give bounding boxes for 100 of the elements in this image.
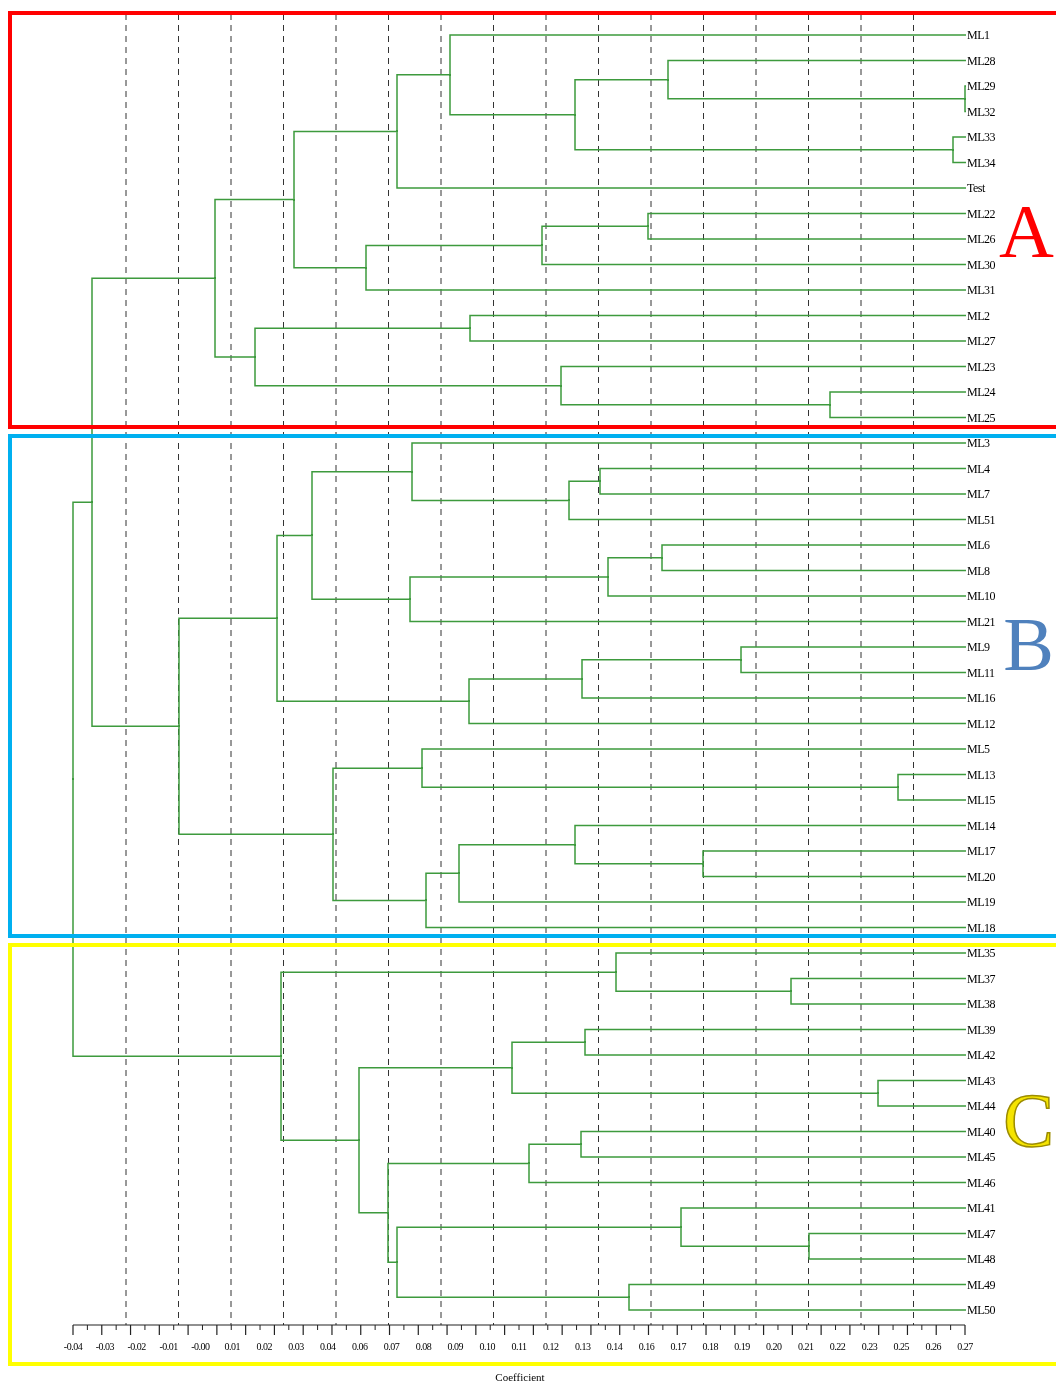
leaf-label: ML39 bbox=[967, 1022, 995, 1037]
dendrogram-branch bbox=[396, 1226, 681, 1263]
leaf-label: ML48 bbox=[967, 1252, 995, 1266]
dendrogram-branch bbox=[358, 1139, 388, 1214]
leaf-label: ML4 bbox=[967, 461, 990, 476]
dendrogram-branch bbox=[254, 356, 561, 387]
axis-tick-label: 0.25 bbox=[892, 1341, 911, 1353]
dendrogram-branch bbox=[667, 78, 965, 100]
leaf-label: ML10 bbox=[967, 589, 995, 603]
dendrogram-branch bbox=[425, 872, 459, 902]
axis-tick-label: 0.27 bbox=[956, 1341, 974, 1353]
leaf-label: ML25 bbox=[967, 410, 995, 425]
leaf-label: ML38 bbox=[967, 997, 995, 1011]
leaf-label: ML21 bbox=[967, 614, 995, 629]
leaf-label: ML42 bbox=[967, 1048, 995, 1062]
dendrogram-branch bbox=[468, 678, 582, 702]
axis-tick-label: 0.13 bbox=[573, 1341, 592, 1353]
leaf-label: ML14 bbox=[967, 818, 995, 833]
dendrogram-branch bbox=[178, 617, 277, 728]
dendrogram-branch bbox=[560, 384, 830, 406]
dendrogram-branch bbox=[365, 266, 967, 291]
axis-tick-label: 0.20 bbox=[765, 1341, 783, 1353]
axis-tick-label: 0.21 bbox=[796, 1341, 815, 1353]
leaf-label: ML11 bbox=[967, 665, 995, 680]
dendrogram-branch bbox=[421, 748, 967, 769]
leaf-label: ML22 bbox=[967, 206, 995, 221]
dendrogram-branch bbox=[293, 198, 366, 269]
dendrogram-branch bbox=[680, 1207, 967, 1228]
dendrogram-branch bbox=[667, 59, 967, 81]
axis-tick-label: -0.03 bbox=[94, 1341, 115, 1353]
leaf-label: ML6 bbox=[967, 538, 990, 552]
dendrogram-branch bbox=[72, 501, 92, 780]
leaf-label: ML46 bbox=[967, 1175, 995, 1190]
leaf-label: ML15 bbox=[967, 793, 995, 807]
dendrogram-branch bbox=[468, 700, 967, 725]
leaf-label: ML1 bbox=[967, 28, 990, 42]
axis-tick-label: 0.06 bbox=[350, 1341, 369, 1353]
axis-tick-label: -0.02 bbox=[126, 1341, 147, 1353]
leaf-label: ML44 bbox=[967, 1099, 995, 1113]
axis-tick-label: 0.04 bbox=[319, 1341, 337, 1353]
dendrogram-branch bbox=[661, 544, 967, 559]
dendrogram-branch bbox=[421, 767, 898, 788]
dendrogram-branch bbox=[574, 78, 668, 116]
dendrogram-branch bbox=[829, 391, 967, 406]
leaf-label: ML47 bbox=[967, 1226, 995, 1241]
axis-tick-label: 0.23 bbox=[860, 1341, 879, 1353]
dendrogram-branch bbox=[607, 557, 662, 578]
axis-tick-label: 0.17 bbox=[669, 1341, 688, 1353]
axis-tick-label: -0.01 bbox=[158, 1341, 179, 1353]
dendrogram-branch bbox=[952, 136, 967, 151]
dendrogram-branch bbox=[740, 646, 967, 661]
leaf-label: ML43 bbox=[967, 1073, 995, 1088]
leaf-label: ML5 bbox=[967, 742, 990, 756]
dendrogram-branch bbox=[829, 404, 967, 419]
cluster-letter: C bbox=[1003, 1082, 1054, 1158]
dendrogram-branch bbox=[808, 1232, 967, 1247]
dendrogram-branch bbox=[396, 1261, 629, 1298]
leaf-label: ML20 bbox=[967, 869, 995, 884]
axis-tick-label: 0.26 bbox=[924, 1341, 943, 1353]
dendrogram-branch bbox=[702, 850, 967, 865]
dendrogram-branch bbox=[214, 198, 294, 279]
dendrogram-branch bbox=[332, 833, 426, 902]
dendrogram-branch bbox=[615, 971, 791, 992]
axis-tick-label: 0.22 bbox=[828, 1341, 847, 1353]
dendrogram-branch bbox=[178, 725, 333, 835]
dendrogram-branch bbox=[560, 365, 967, 387]
dendrogram-branch bbox=[568, 480, 600, 502]
cluster-box bbox=[8, 434, 1056, 938]
dendrogram-branch bbox=[897, 786, 967, 801]
leaf-label: ML31 bbox=[967, 283, 995, 297]
dendrogram-branch bbox=[280, 1055, 359, 1141]
leaf-label: ML34 bbox=[967, 155, 995, 170]
axis-tick-label: 0.01 bbox=[223, 1341, 242, 1353]
leaf-label: ML18 bbox=[967, 920, 995, 935]
dendrogram-branch bbox=[790, 990, 967, 1005]
dendrogram-branch bbox=[214, 277, 255, 358]
leaf-label: ML9 bbox=[967, 640, 990, 654]
dendrogram-branch bbox=[574, 113, 953, 151]
dendrogram-branch bbox=[411, 470, 569, 502]
axis-tick-label: -0.04 bbox=[62, 1341, 84, 1353]
leaf-label: ML7 bbox=[967, 487, 990, 501]
dendrogram-branch bbox=[568, 499, 967, 521]
dendrogram-branch bbox=[409, 576, 608, 600]
cluster-box bbox=[8, 11, 1056, 429]
dendrogram-branch bbox=[574, 843, 703, 865]
dendrogram-branch bbox=[254, 327, 470, 358]
leaf-label: ML30 bbox=[967, 257, 995, 272]
leaf-label: ML12 bbox=[967, 716, 995, 731]
leaf-label: ML51 bbox=[967, 512, 995, 527]
dendrogram-branch bbox=[584, 1028, 967, 1043]
leaf-label: ML40 bbox=[967, 1124, 995, 1139]
leaf-label: ML8 bbox=[967, 563, 990, 578]
dendrogram-branch bbox=[581, 678, 967, 699]
dendrogram-branch bbox=[91, 501, 179, 728]
dendrogram-branch bbox=[964, 98, 967, 113]
dendrogram-branch bbox=[574, 824, 967, 846]
dendrogram-branch bbox=[964, 85, 967, 100]
dendrogram-branch bbox=[661, 557, 967, 572]
dendrogram-branch bbox=[628, 1283, 967, 1298]
dendrogram-branch bbox=[458, 843, 575, 875]
